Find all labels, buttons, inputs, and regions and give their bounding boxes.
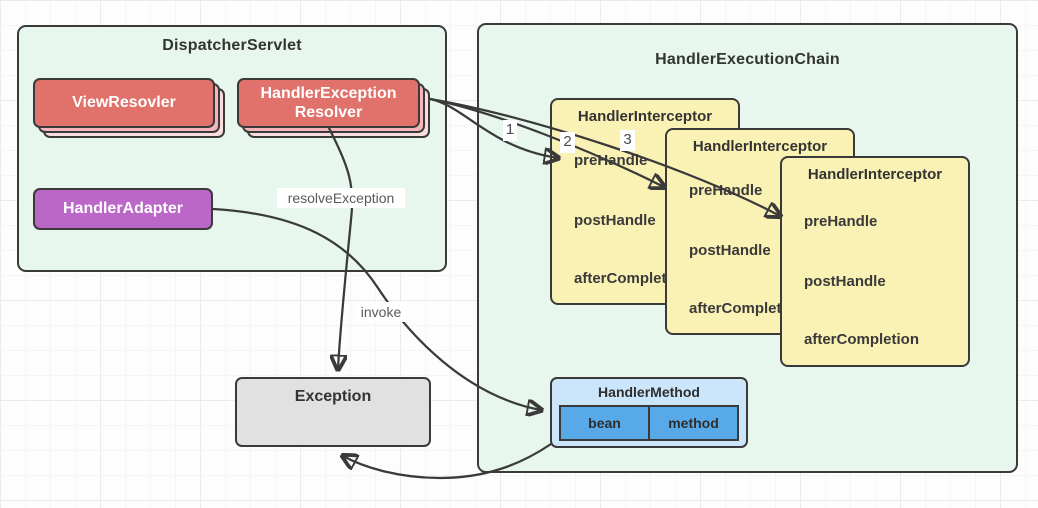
dispatcher-servlet-container: DispatcherServlet bbox=[17, 25, 447, 272]
handler-interceptor-3-title: HandlerInterceptor bbox=[807, 166, 943, 183]
sequence-label-2: 2 bbox=[560, 132, 575, 153]
handler-method-title: HandlerMethod bbox=[598, 384, 700, 400]
handler-method-bean-cell: bean bbox=[588, 415, 621, 431]
view-resolver-label: ViewResovler bbox=[72, 94, 176, 111]
dispatcher-servlet-title: DispatcherServlet bbox=[162, 37, 302, 54]
handler-interceptor-1-posthandle: postHandle bbox=[574, 212, 656, 229]
handler-interceptor-2-posthandle: postHandle bbox=[689, 242, 771, 259]
sequence-label-1: 1 bbox=[503, 120, 517, 141]
handler-interceptor-3-posthandle: postHandle bbox=[804, 273, 886, 290]
handler-exception-resolver-node: HandlerException Resolver bbox=[237, 78, 420, 128]
handler-interceptor-2-title: HandlerInterceptor bbox=[692, 138, 828, 155]
handler-exception-resolver-label-line2: Resolver bbox=[294, 104, 363, 121]
resolve-exception-edge-label: resolveException bbox=[277, 188, 405, 208]
exception-node: Exception bbox=[235, 377, 431, 447]
handler-interceptor-3-aftercompletion: afterCompletion bbox=[804, 331, 920, 348]
handler-interceptor-1-title: HandlerInterceptor bbox=[577, 108, 713, 125]
handler-interceptor-2-aftercompletion: afterCompletion bbox=[689, 300, 805, 317]
handler-method-row: bean method bbox=[559, 405, 739, 441]
handler-interceptor-2-prehandle: preHandle bbox=[689, 182, 763, 199]
invoke-edge-label: invoke bbox=[356, 302, 406, 322]
handler-interceptor-1-aftercompletion: afterCompletion bbox=[574, 270, 690, 287]
exception-label: Exception bbox=[294, 388, 372, 405]
view-resolver-node: ViewResovler bbox=[33, 78, 215, 128]
handler-interceptor-3-prehandle: preHandle bbox=[804, 213, 878, 230]
sequence-label-3: 3 bbox=[620, 130, 635, 151]
handler-adapter-label: HandlerAdapter bbox=[62, 200, 184, 217]
handler-interceptor-3: HandlerInterceptor preHandle postHandle … bbox=[780, 156, 970, 367]
handler-execution-chain-title: HandlerExecutionChain bbox=[655, 51, 840, 68]
handler-interceptor-1-prehandle: preHandle bbox=[574, 152, 648, 169]
handler-adapter-node: HandlerAdapter bbox=[33, 188, 213, 230]
handler-exception-resolver-label-line1: HandlerException bbox=[260, 84, 397, 102]
handler-method-node: HandlerMethod bean method bbox=[550, 377, 748, 448]
handler-method-method-cell: method bbox=[648, 407, 737, 439]
